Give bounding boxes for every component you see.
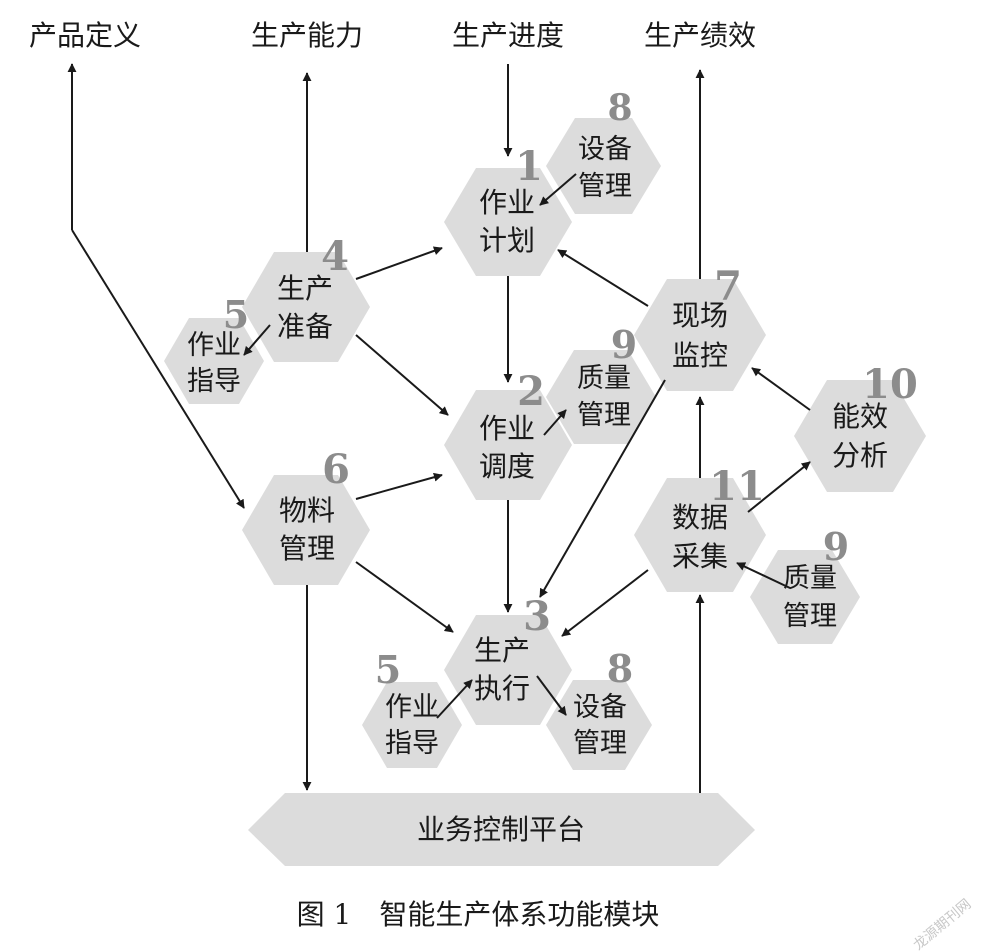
svg-text:数据: 数据: [672, 501, 728, 534]
edge-energy-to-monitoring: [751, 367, 811, 411]
svg-text:质量: 质量: [577, 363, 631, 394]
svg-text:设备: 设备: [573, 692, 627, 723]
svg-text:1: 1: [515, 143, 543, 190]
svg-text:管理: 管理: [573, 728, 627, 759]
svg-text:现场: 现场: [672, 299, 728, 332]
svg-text:执行: 执行: [474, 672, 530, 705]
svg-text:8: 8: [607, 646, 633, 691]
svg-text:分析: 分析: [832, 439, 888, 472]
svg-text:准备: 准备: [277, 310, 333, 343]
svg-text:5: 5: [223, 292, 249, 337]
node-small-quality-mgmt-bottom: 9 质量 管理: [750, 524, 860, 644]
edge-collection-to-execution: [561, 569, 649, 637]
svg-text:计划: 计划: [479, 224, 535, 257]
edge-guide-to-execution: [436, 679, 473, 719]
edge-material-to-execution: [355, 561, 454, 633]
edge-prep-to-scheduling: [355, 334, 449, 416]
svg-text:5: 5: [375, 647, 401, 692]
edge-execution-to-device: [536, 675, 567, 716]
svg-text:管理: 管理: [279, 532, 335, 565]
svg-text:管理: 管理: [577, 400, 631, 431]
edge-scheduling-to-quality: [543, 409, 567, 436]
edge-device-to-planning: [539, 173, 577, 206]
svg-text:管理: 管理: [783, 601, 837, 632]
svg-text:7: 7: [714, 263, 742, 310]
svg-text:指导: 指导: [385, 728, 439, 759]
svg-text:生产: 生产: [277, 272, 333, 305]
svg-text:指导: 指导: [187, 366, 241, 397]
svg-text:6: 6: [322, 446, 350, 493]
node-production-execution: 3 生产 执行: [444, 593, 572, 725]
svg-text:采集: 采集: [672, 540, 728, 573]
node-energy-analysis: 10 能效 分析: [794, 361, 926, 492]
svg-text:作业: 作业: [187, 330, 241, 361]
edge-monitoring-to-planning: [557, 249, 649, 307]
svg-text:9: 9: [823, 524, 849, 569]
svg-text:2: 2: [517, 368, 545, 415]
label-production-capacity: 生产能力: [251, 19, 363, 52]
svg-text:作业: 作业: [479, 412, 535, 445]
label-product-definition: 产品定义: [29, 19, 141, 52]
svg-text:作业: 作业: [479, 186, 535, 219]
edge-quality-to-collection: [736, 562, 791, 589]
svg-text:管理: 管理: [578, 171, 632, 202]
node-small-quality-mgmt-top: 9 质量 管理: [546, 322, 656, 444]
svg-text:监控: 监控: [672, 339, 728, 372]
edge-to-material-mgmt: [71, 229, 245, 509]
node-production-prep: 4 生产 准备: [242, 233, 370, 362]
node-small-device-mgmt-bottom: 8 设备 管理: [546, 646, 652, 770]
node-small-device-mgmt-top: 8 设备 管理: [546, 87, 661, 214]
svg-text:生产: 生产: [474, 634, 530, 667]
edge-prep-to-work-guide: [243, 324, 271, 356]
svg-text:10: 10: [862, 361, 918, 408]
figure-caption: 图 1 智能生产体系功能模块: [297, 898, 660, 931]
svg-text:11: 11: [709, 463, 765, 510]
node-data-collection: 11 数据 采集: [634, 463, 766, 592]
svg-text:8: 8: [607, 87, 632, 129]
node-job-scheduling: 2 作业 调度: [444, 368, 572, 500]
edge-monitoring-to-execution: [539, 379, 666, 598]
node-job-planning: 1 作业 计划: [444, 143, 572, 276]
label-production-progress: 生产进度: [452, 19, 564, 52]
svg-text:4: 4: [321, 233, 349, 280]
svg-text:质量: 质量: [783, 563, 837, 594]
node-site-monitoring: 7 现场 监控: [634, 263, 766, 391]
edge-material-to-scheduling: [355, 472, 443, 500]
svg-text:3: 3: [523, 593, 551, 640]
svg-text:9: 9: [611, 322, 637, 367]
edge-collection-to-energy: [747, 461, 811, 513]
svg-text:能效: 能效: [832, 400, 888, 433]
svg-text:业务控制平台: 业务控制平台: [417, 813, 585, 846]
node-material-mgmt: 6 物料 管理: [242, 446, 370, 585]
business-control-platform: 业务控制平台: [248, 793, 755, 866]
node-small-work-guide-bottom: 5 作业 指导: [362, 647, 462, 768]
watermark: 龙源期刊网: [910, 896, 974, 951]
node-small-work-guide-left: 5 作业 指导: [164, 292, 264, 404]
svg-text:调度: 调度: [479, 450, 535, 483]
svg-text:物料: 物料: [279, 494, 335, 527]
edge-prep-to-planning: [355, 246, 443, 280]
svg-text:作业: 作业: [385, 692, 439, 723]
label-production-performance: 生产绩效: [644, 19, 756, 52]
svg-text:设备: 设备: [578, 134, 632, 165]
